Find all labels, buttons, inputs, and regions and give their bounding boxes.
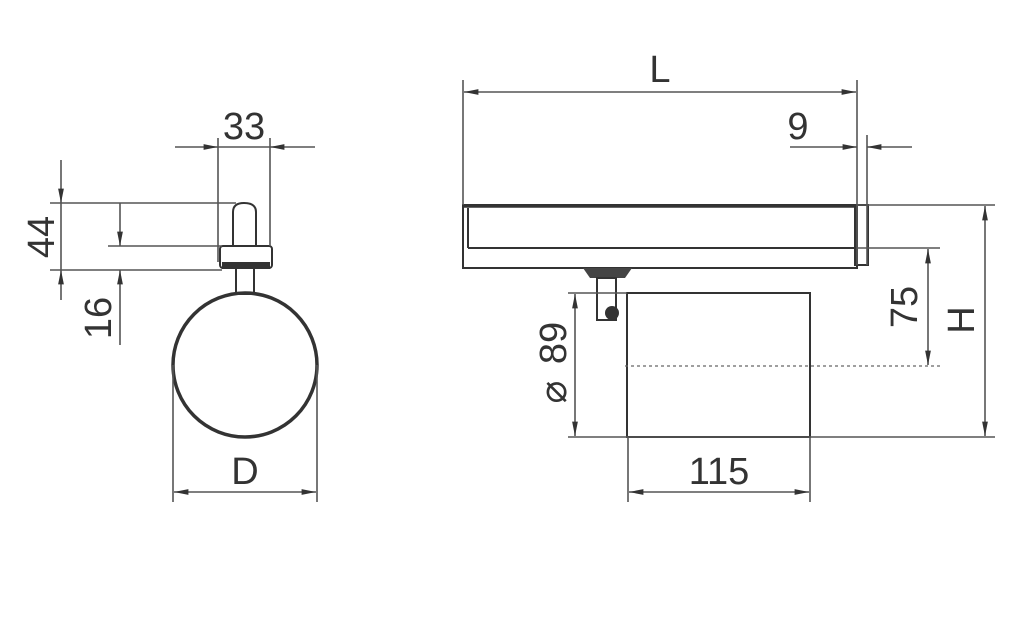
side-view: 33 44 16 D [21,106,319,502]
dimension-d-label: D [231,451,258,493]
dimension-44: 44 [21,160,236,300]
dimension-l-label: L [649,49,670,91]
spotlight-head [626,292,811,438]
adapter-pin [232,201,257,246]
dimension-9: 9 [787,106,912,265]
diameter-symbol: ⌀ [533,381,575,404]
dimension-115-label: 115 [689,451,750,493]
dimension-d: D [172,365,318,502]
adapter-stem [596,277,617,321]
front-view: L 9 75 H 89 ⌀ [462,49,995,502]
adapter-neck [235,267,255,295]
dimension-l: L [462,49,858,265]
dimension-9-label: 9 [787,106,808,148]
dimension-44-label: 44 [21,216,63,258]
dimension-16-label: 16 [78,297,120,339]
adapter-band [222,262,270,269]
track-body-outer [462,204,858,269]
dimension-33: 33 [175,106,315,262]
dimension-diameter-89: 89 ⌀ [533,292,627,436]
dimension-h-label: H [941,306,983,333]
dimension-h: H [568,204,995,438]
dimension-75-label: 75 [884,286,926,328]
dimension-115: 115 [627,437,811,502]
dimension-16: 16 [78,203,222,345]
dimension-75: 75 [857,247,940,365]
adapter-knob [605,306,619,320]
dimension-33-label: 33 [223,106,265,148]
dimension-89-label: 89 [533,322,575,364]
spotlight-head-circle [171,291,319,439]
adapter-top [583,268,632,278]
